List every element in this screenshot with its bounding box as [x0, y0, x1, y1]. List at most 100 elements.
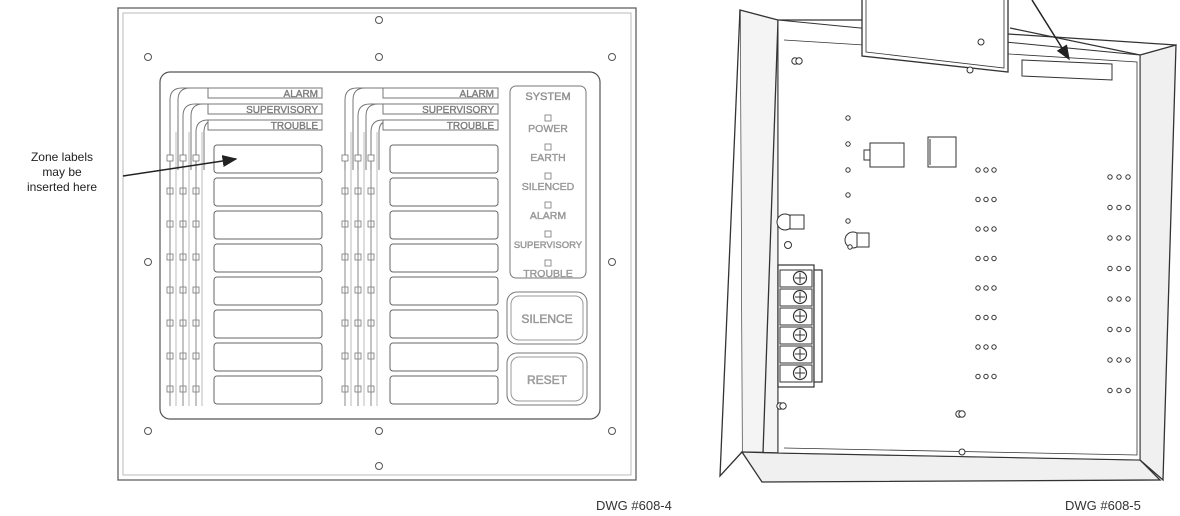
panel-hole: [1116, 387, 1122, 394]
zone-label-callout: Zone labels may be inserted here: [0, 150, 124, 195]
zone-label-slot: [389, 342, 499, 372]
zone-column-a-headers: [169, 87, 323, 170]
panel-hole: [975, 255, 981, 262]
enclosure-components: [776, 38, 1131, 456]
zone-led: [179, 154, 187, 162]
zone-led: [192, 154, 200, 162]
panel-hole: [1107, 235, 1113, 241]
panel-hole: [991, 167, 997, 173]
system-indicator-label: POWER: [528, 123, 568, 135]
panel-hole: [1125, 357, 1131, 363]
panel-hole: [1125, 387, 1131, 394]
panel-hole: [975, 314, 981, 321]
silence-button-label: SILENCE: [521, 312, 572, 326]
panel-hole: [1107, 387, 1113, 394]
panel-hole: [991, 344, 997, 350]
panel-hole: [991, 373, 997, 380]
col-b-alarm-header: ALARM: [460, 89, 494, 100]
panel-hole: [975, 226, 981, 232]
panel-hole: [1116, 204, 1122, 211]
panel-hole: [991, 314, 997, 321]
panel-hole: [983, 285, 989, 291]
panel-hole: [847, 244, 853, 250]
panel-hole: [983, 226, 989, 232]
enclosure-view: [719, 0, 1177, 483]
zone-label-slot: [389, 144, 499, 174]
panel-hole: [983, 373, 989, 380]
panel-hole: [845, 115, 851, 121]
zone-label-slot: [389, 276, 499, 306]
panel-hole: [1107, 326, 1113, 333]
system-indicator-label: SILENCED: [522, 181, 575, 193]
zone-label-slot: [213, 144, 323, 174]
zone-led: [354, 154, 362, 162]
system-led: [544, 230, 552, 238]
system-led: [544, 201, 552, 209]
col-a-trouble-header: TROUBLE: [271, 121, 319, 132]
zone-label-slot: [389, 309, 499, 339]
panel-hole: [991, 226, 997, 232]
system-indicator-label: ALARM: [530, 210, 566, 222]
panel-hole: [991, 196, 997, 203]
reset-button-label: RESET: [527, 373, 568, 387]
panel-hole: [1125, 265, 1131, 272]
panel-hole: [991, 285, 997, 291]
panel-hole: [845, 218, 851, 224]
panel-hole: [1107, 174, 1113, 180]
callout-line-3: inserted here: [26, 180, 98, 194]
system-led: [544, 259, 552, 267]
panel-hole: [1125, 326, 1131, 333]
panel-hole: [983, 167, 989, 173]
system-indicator-label: SUPERVISORY: [514, 240, 583, 251]
panel-hole: [1125, 204, 1131, 211]
zone-label-slot: [213, 243, 323, 273]
zone-label-slot: [389, 243, 499, 273]
zone-column-b-headers: [344, 87, 499, 170]
panel-hole: [983, 344, 989, 350]
col-b-supervisory-header: SUPERVISORY: [422, 105, 494, 116]
system-indicator-box: SYSTEM POWER EARTH SILENCED ALARM SUPERVISOR…: [509, 85, 587, 280]
zone-label-slot: [213, 309, 323, 339]
zone-led: [166, 154, 174, 162]
panel-hole: [983, 196, 989, 203]
panel-hole: [975, 167, 981, 173]
silence-button: SILENCE: [506, 291, 588, 345]
zone-led: [367, 154, 375, 162]
zone-label-slot: [213, 276, 323, 306]
system-title: SYSTEM: [525, 91, 570, 103]
mounting-holes: [144, 16, 616, 470]
panel-hole: [991, 255, 997, 262]
panel-hole: [845, 167, 851, 173]
system-indicator-label: EARTH: [530, 152, 565, 164]
panel-hole: [1125, 235, 1131, 241]
panel-hole: [1125, 174, 1131, 180]
panel-hole: [1116, 174, 1122, 180]
panel-hole: [983, 255, 989, 262]
col-b-trouble-header: TROUBLE: [447, 121, 495, 132]
zone-label-slot: [389, 375, 499, 405]
front-plate: ALARM SUPERVISORY TROUBLE ALARM SUPERVIS…: [117, 7, 637, 481]
panel-hole: [845, 192, 851, 198]
panel-hole: [1116, 235, 1122, 241]
panel-hole: [845, 141, 851, 147]
zone-label-slot: [213, 375, 323, 405]
zone-label-slot: [389, 177, 499, 207]
zone-label-slot: [213, 210, 323, 240]
zone-label-slots: [166, 132, 499, 406]
panel-hole: [1116, 357, 1122, 363]
panel-hole: [983, 314, 989, 321]
zone-label-slot: [389, 210, 499, 240]
callout-arrow: [122, 155, 238, 177]
reset-button: RESET: [506, 352, 588, 406]
zone-led: [341, 154, 349, 162]
zone-label-slot: [213, 177, 323, 207]
zone-label-slot: [213, 342, 323, 372]
drawing-number-left: DWG #608-4: [596, 498, 672, 513]
panel-hole: [1125, 296, 1131, 302]
panel-hole: [975, 196, 981, 203]
system-led: [544, 172, 552, 180]
system-indicator-label: TROUBLE: [523, 268, 573, 280]
panel-hole: [975, 285, 981, 291]
callout-line-1: Zone labels: [30, 150, 94, 164]
